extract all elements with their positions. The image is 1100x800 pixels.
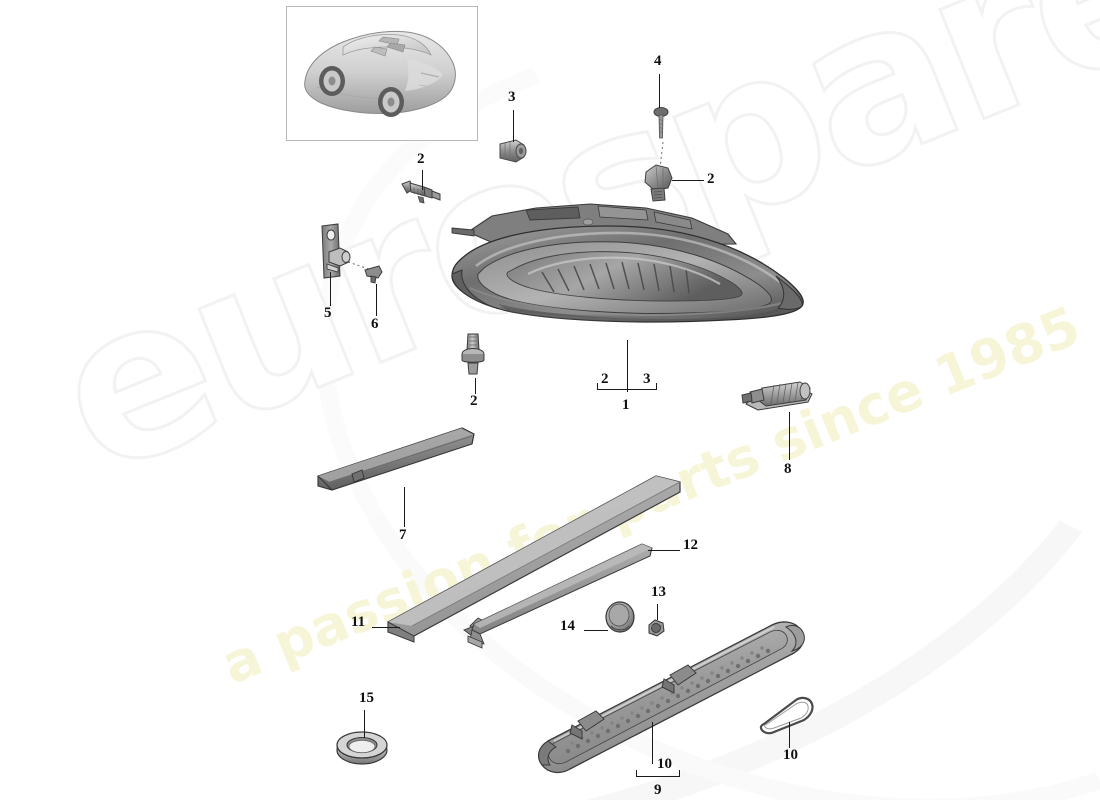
leader-2-lower: [475, 378, 476, 394]
part-bulb: [494, 132, 534, 172]
part-trim-strip: [312, 420, 482, 502]
callout-15: 15: [359, 690, 374, 706]
leader-15: [364, 710, 365, 738]
part-nut: [644, 617, 668, 641]
callout-3b: 3: [643, 371, 651, 387]
leader-9-bracket-right-tick: [679, 770, 680, 777]
callout-2a: 2: [417, 151, 425, 167]
callout-11: 11: [351, 614, 366, 630]
callout-7: 7: [399, 527, 407, 543]
callout-8: 8: [784, 461, 792, 477]
leader-2-left: [422, 170, 423, 190]
callout-9: 9: [654, 782, 662, 798]
vehicle-inset-frame: [286, 6, 478, 141]
part-bulb-holder-right: [638, 160, 684, 206]
leader-6: [376, 284, 377, 316]
part-rivet: [362, 264, 388, 286]
leader-10-gasket: [789, 722, 790, 748]
part-bulb-holder-left: [398, 176, 448, 210]
callout-10a: 10: [657, 756, 672, 772]
callout-2b: 2: [707, 171, 715, 187]
part-mounting-bracket: [316, 222, 368, 284]
leader-7: [404, 487, 405, 527]
leader-9-bracket-left-tick: [636, 770, 637, 777]
part-tail-light-assembly: [440, 196, 820, 356]
part-rear-panel-trim: [374, 470, 694, 650]
leader-12: [648, 550, 680, 551]
leader-2-right: [672, 180, 704, 181]
leader-8: [789, 412, 790, 460]
callout-3a: 3: [508, 89, 516, 105]
part-license-plate-light: [740, 378, 820, 424]
part-gasket-seal: [756, 694, 818, 738]
part-thin-strip: [466, 540, 666, 650]
leader-11: [372, 627, 400, 628]
leader-9-bracket: [636, 776, 680, 777]
callout-1: 1: [622, 397, 630, 413]
leader-3: [513, 110, 514, 142]
leader-5: [330, 272, 331, 306]
leader-14: [584, 630, 608, 631]
callout-12: 12: [683, 537, 698, 553]
leader-1-bracket: [597, 389, 657, 390]
callout-13: 13: [651, 584, 666, 600]
leader-13: [657, 604, 658, 620]
leader-1-bracket-right-tick: [656, 383, 657, 390]
part-cap-plug: [602, 600, 638, 634]
callout-2d: 2: [601, 371, 609, 387]
vehicle-illustration: [304, 30, 456, 117]
part-bulb-holder-lower: [456, 332, 492, 382]
leader-1: [627, 340, 628, 392]
callout-6: 6: [371, 316, 379, 332]
callout-5: 5: [324, 305, 332, 321]
part-screw: [648, 104, 674, 152]
callout-10b: 10: [783, 747, 798, 763]
leader-10-lens: [652, 722, 653, 764]
leader-1-bracket-left-tick: [597, 383, 598, 390]
callout-4: 4: [654, 53, 662, 69]
screw-alignment-dots: [659, 141, 664, 169]
callout-2c: 2: [470, 393, 478, 409]
part-grommet: [334, 728, 390, 768]
leader-4: [659, 74, 660, 108]
part-high-level-brake-light: [520, 615, 850, 800]
callout-14: 14: [560, 618, 575, 634]
